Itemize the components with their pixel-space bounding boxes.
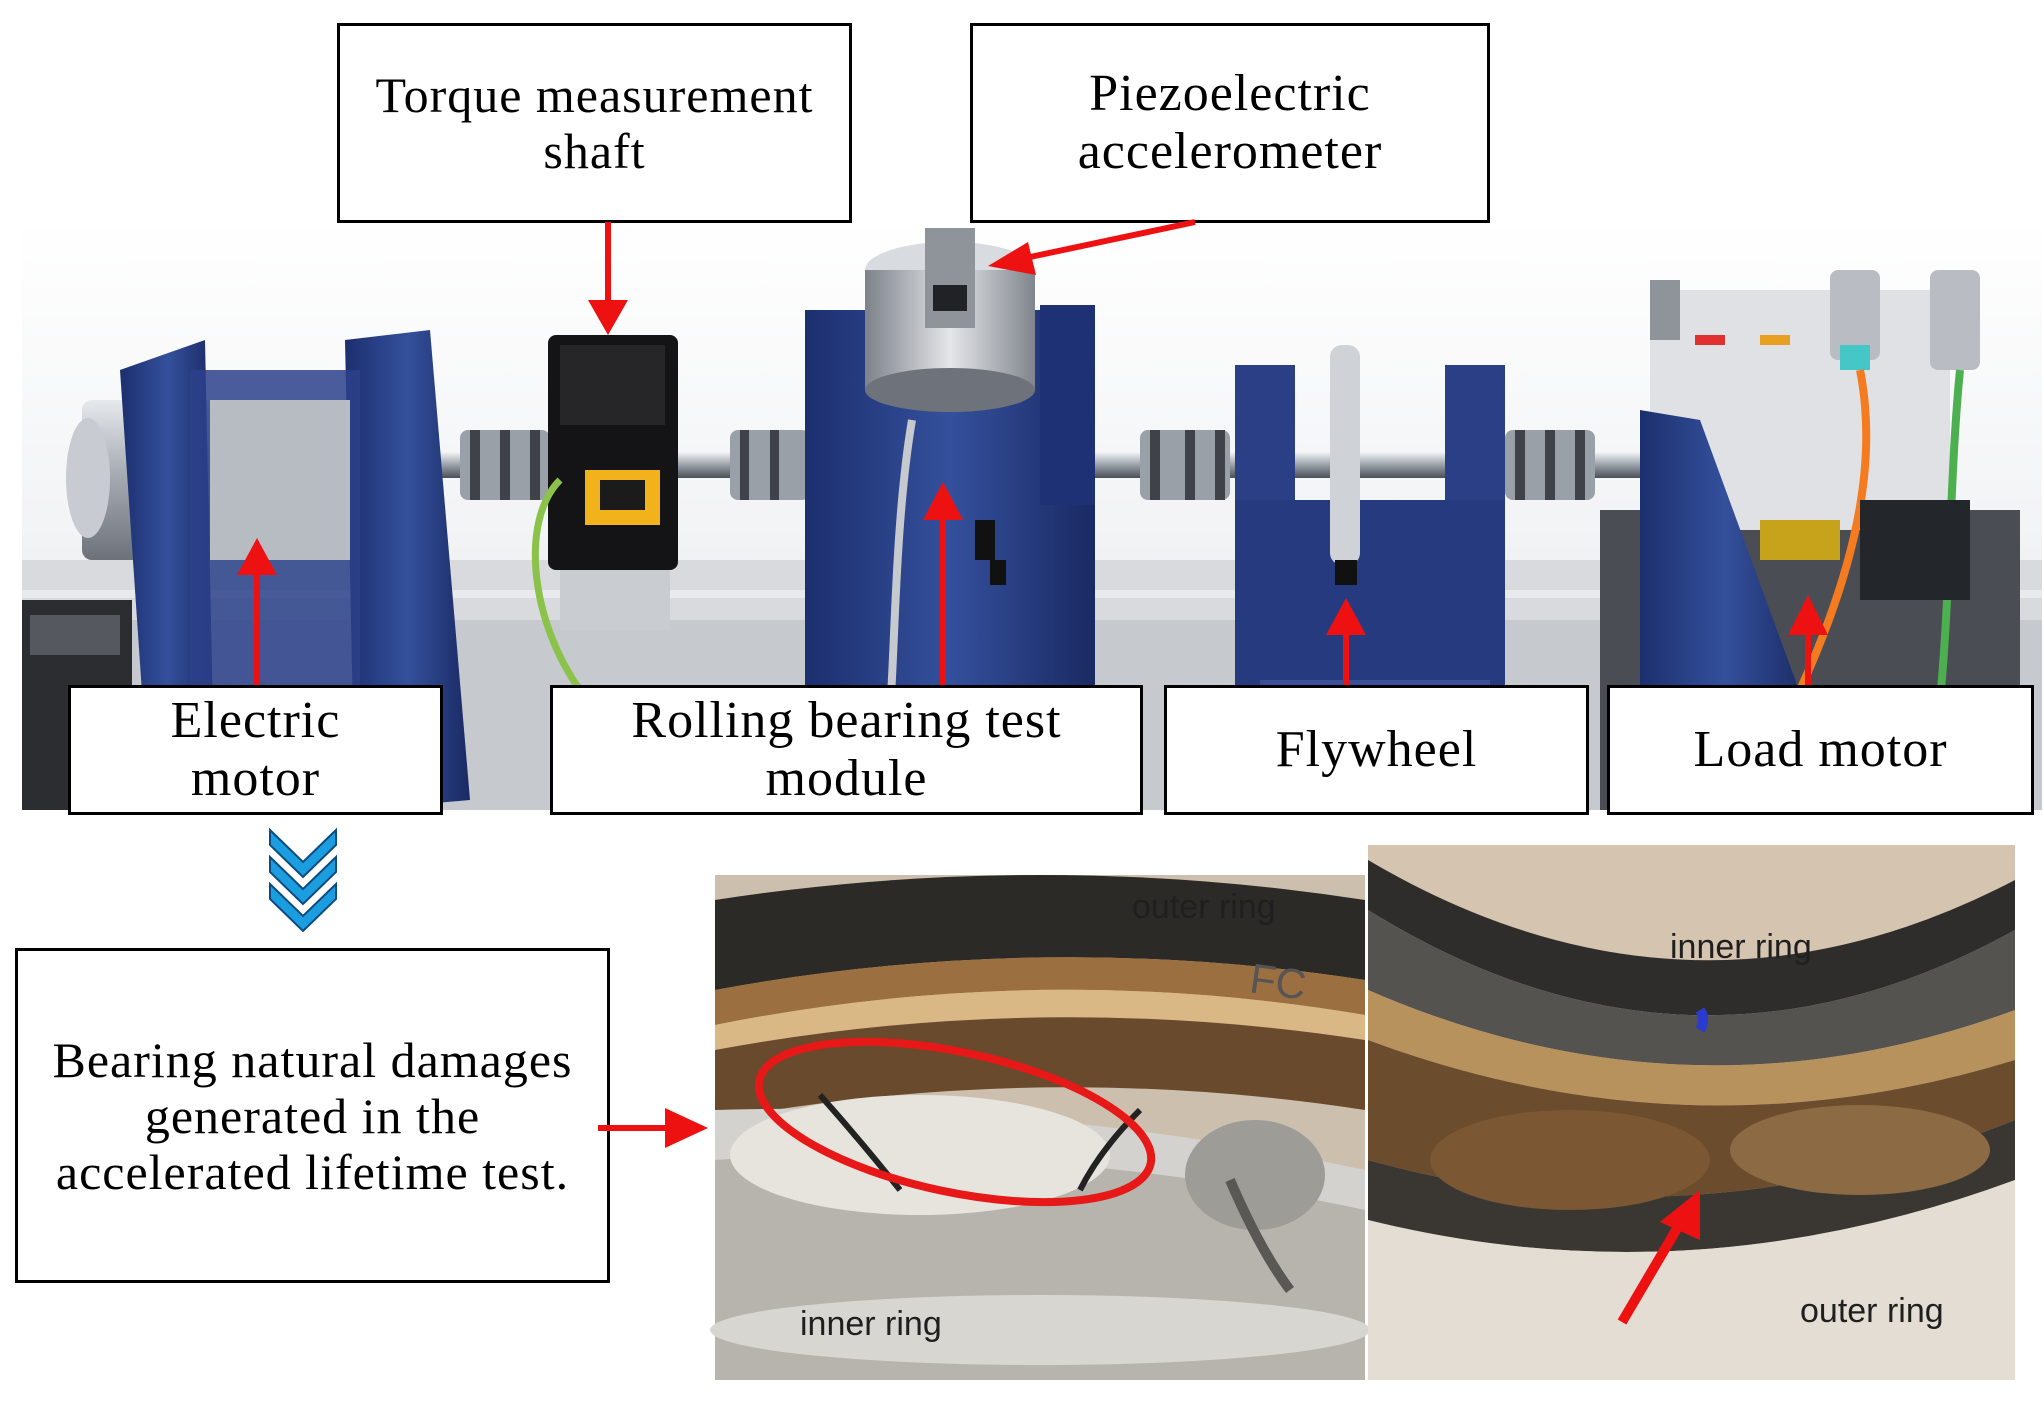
left-inner-ring-label: inner ring [800, 1305, 942, 1343]
left-outer-ring-label: outer ring [1132, 888, 1276, 926]
right-outer-ring-label: outer ring [1800, 1292, 1944, 1330]
piezoelectric-accelerometer-label: Piezoelectric accelerometer [970, 23, 1490, 223]
bearing-photo-right [1368, 845, 2015, 1380]
rolling-bearing-test-module-label: Rolling bearing test module [550, 685, 1143, 815]
bearing-damage-label: Bearing natural damages generated in the… [15, 948, 610, 1283]
flywheel-label: Flywheel [1164, 685, 1589, 815]
torque-measurement-shaft-label: Torque measurement shaft [337, 23, 852, 223]
load-motor-label: Load motor [1607, 685, 2034, 815]
bearing-stamp: FC [1247, 954, 1310, 1009]
electric-motor-label: Electric motor [68, 685, 443, 815]
right-inner-ring-label: inner ring [1670, 928, 1812, 966]
